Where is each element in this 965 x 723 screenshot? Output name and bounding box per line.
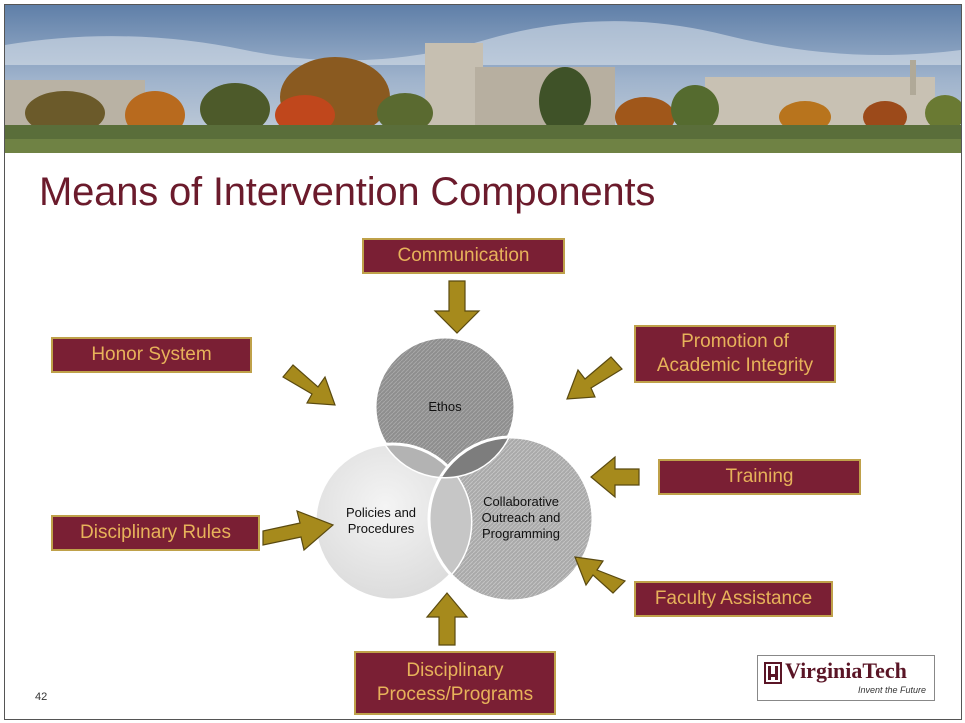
slide-title: Means of Intervention Components — [39, 170, 656, 214]
venn-diagram — [262, 280, 640, 646]
collaborative-label: Collaborative Outreach and Programming — [469, 494, 573, 542]
arrow-up-left-icon — [574, 556, 627, 594]
disciplinary-process-box: Disciplinary Process/Programs — [354, 651, 556, 715]
vt-shield-icon — [764, 662, 782, 684]
logo-tagline: Invent the Future — [857, 685, 926, 695]
ethos-label: Ethos — [410, 399, 480, 415]
promotion-line1: Promotion of — [681, 331, 789, 352]
honor-system-text: Honor System — [91, 344, 212, 365]
disciplinary-rules-text: Disciplinary Rules — [80, 522, 231, 543]
collab-line2: Outreach and — [481, 510, 561, 525]
promotion-line2: Academic Integrity — [656, 355, 814, 376]
promotion-box: Promotion of Academic Integrity — [634, 325, 836, 383]
slide-number: 42 — [35, 691, 48, 703]
policies-line2: Procedures — [347, 521, 415, 536]
training-box: Training — [658, 459, 861, 495]
process-line1: Disciplinary — [406, 660, 504, 681]
virginia-tech-logo: VirginiaTech Invent the Future — [757, 655, 935, 701]
communication-box: Communication — [362, 238, 565, 274]
arrow-left-icon — [590, 455, 640, 499]
collab-line3: Programming — [481, 526, 561, 541]
training-text: Training — [725, 466, 794, 487]
faculty-assistance-box: Faculty Assistance — [634, 581, 833, 617]
disciplinary-rules-box: Disciplinary Rules — [51, 515, 260, 551]
policies-label: Policies and Procedures — [331, 505, 431, 537]
policies-line1: Policies and — [345, 505, 417, 520]
ethos-text: Ethos — [428, 399, 462, 414]
logo-wordmark: VirginiaTech — [785, 658, 907, 683]
arrow-down-icon — [433, 280, 481, 334]
arrow-down-right-icon — [282, 364, 336, 406]
arrow-down-left-icon — [566, 356, 623, 400]
slide: Means of Intervention Components — [4, 4, 962, 720]
honor-system-box: Honor System — [51, 337, 252, 373]
arrow-right-icon — [262, 510, 335, 552]
process-line2: Process/Programs — [376, 684, 534, 705]
communication-text: Communication — [397, 245, 530, 266]
campus-banner-image — [5, 5, 961, 153]
faculty-assistance-text: Faculty Assistance — [654, 588, 813, 609]
arrow-up-icon — [425, 592, 469, 646]
collab-line1: Collaborative — [483, 494, 559, 509]
